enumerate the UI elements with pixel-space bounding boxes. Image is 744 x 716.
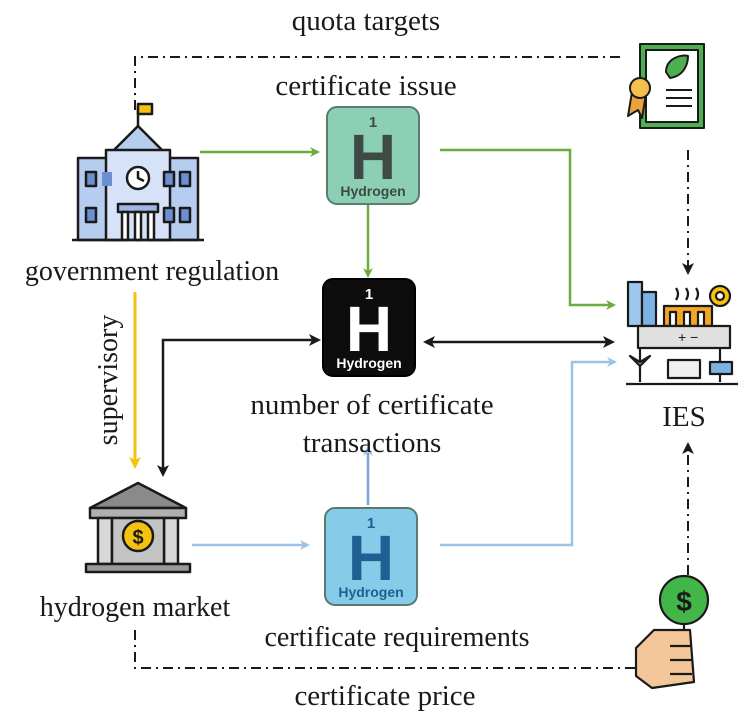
- tile-atomic-number: 1: [367, 515, 375, 532]
- tile-element-name: Hydrogen: [338, 584, 403, 600]
- transactions-label-line1: number of certificate: [250, 389, 493, 421]
- ies-label: IES: [662, 401, 706, 433]
- certificate-price-connector: [134, 630, 635, 669]
- hand-money-icon: $: [634, 574, 710, 690]
- svg-text:+ −: + −: [678, 329, 698, 345]
- tile-symbol: H: [348, 522, 394, 594]
- tile-symbol: H: [346, 293, 392, 365]
- quota-targets-connector: [134, 56, 620, 110]
- requirements-to-ies-arrow: [440, 357, 617, 547]
- tile-atomic-number: 1: [365, 286, 373, 303]
- hydrogen-market-label: hydrogen market: [40, 592, 231, 623]
- tile-element-name: Hydrogen: [340, 183, 405, 199]
- certificate-requirements-label: certificate requirements: [264, 622, 529, 653]
- certificate-issue-label: certificate issue: [275, 70, 456, 102]
- tile-symbol: H: [350, 121, 396, 193]
- tile-background: [322, 278, 416, 377]
- supervisory-label: supervisory: [93, 315, 124, 446]
- integrated-energy-system-icon: + −: [626, 280, 738, 386]
- tile-background: [324, 507, 418, 606]
- government-regulation-label: government regulation: [25, 256, 279, 287]
- transactions-label-line2: transactions: [303, 427, 442, 459]
- tile-atomic-number: 1: [369, 114, 377, 131]
- issue-to-ies-arrow: [440, 148, 616, 310]
- certificate-icon: [627, 43, 705, 129]
- tile-background: [326, 106, 420, 205]
- government-building-icon: [72, 102, 204, 242]
- hydrogen-market-bank-icon: $: [84, 481, 192, 574]
- certificate-price-label: certificate price: [294, 680, 475, 712]
- svg-text:$: $: [676, 586, 692, 617]
- quota-targets-label: quota targets: [292, 5, 440, 37]
- svg-text:$: $: [132, 527, 143, 549]
- market-transactions-arrow: [157, 334, 321, 477]
- tile-element-name: Hydrogen: [336, 355, 401, 371]
